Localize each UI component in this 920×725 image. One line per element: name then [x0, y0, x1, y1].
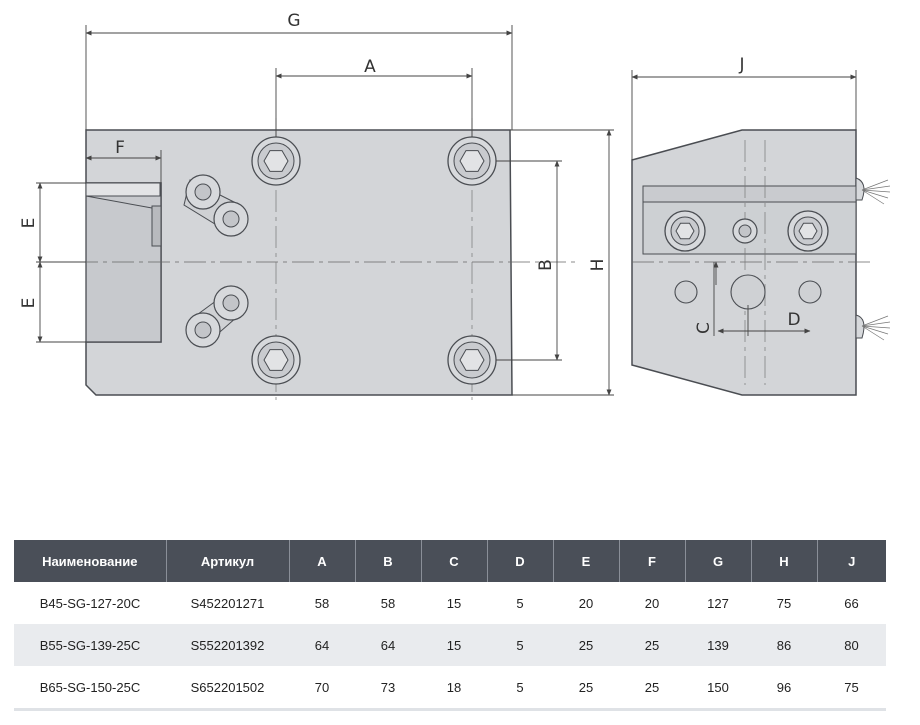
cell-e: 25	[553, 624, 619, 666]
label-e-bottom: E	[19, 298, 39, 309]
table-row: B55-SG-139-25C S552201392 64 64 15 5 25 …	[14, 624, 886, 666]
cell-g: 127	[685, 582, 751, 624]
cell-name: B55-SG-139-25C	[14, 624, 166, 666]
cell-g: 139	[685, 624, 751, 666]
cell-f: 25	[619, 666, 685, 711]
header-h: H	[750, 540, 817, 582]
eccentric-clamp-upper	[183, 174, 249, 237]
label-e-top: E	[19, 218, 39, 229]
header-b: B	[354, 540, 421, 582]
cell-h: 96	[751, 666, 817, 711]
coolant-nozzle-lower	[855, 314, 891, 341]
header-d: D	[486, 540, 553, 582]
label-h: H	[588, 259, 608, 272]
label-j: J	[738, 55, 744, 75]
cell-d: 5	[487, 624, 553, 666]
label-b: B	[536, 259, 556, 271]
cell-b: 58	[355, 582, 421, 624]
bolt-top-left	[251, 136, 301, 186]
cell-a: 70	[289, 666, 355, 711]
cell-article: S652201502	[166, 666, 289, 711]
side-bolt-left	[664, 210, 706, 252]
table-header-row: Наименование Артикул A B C D E F G H J	[14, 540, 886, 582]
cell-d: 5	[487, 582, 553, 624]
side-bolt-right	[787, 210, 829, 252]
cell-e: 25	[553, 666, 619, 711]
bolt-bottom-right	[447, 335, 497, 385]
side-top-rail	[642, 185, 857, 203]
clamp-slot	[85, 182, 162, 343]
header-article: Артикул	[165, 540, 289, 582]
cell-b: 73	[355, 666, 421, 711]
cell-c: 15	[421, 624, 487, 666]
front-view	[40, 118, 580, 400]
cell-j: 66	[817, 582, 886, 624]
bolt-bottom-left	[251, 335, 301, 385]
dimensions	[36, 25, 857, 396]
cell-e: 20	[553, 582, 619, 624]
side-bolt-centre	[732, 218, 758, 244]
table-row: B65-SG-150-25C S652201502 70 73 18 5 25 …	[14, 666, 886, 711]
cell-f: 25	[619, 624, 685, 666]
side-holes	[674, 274, 822, 310]
cell-d: 5	[487, 666, 553, 711]
side-view	[631, 129, 891, 396]
header-g: G	[684, 540, 751, 582]
cell-a: 64	[289, 624, 355, 666]
label-f: F	[115, 138, 125, 158]
side-body	[631, 129, 857, 396]
cell-article: S552201392	[166, 624, 289, 666]
cell-b: 64	[355, 624, 421, 666]
cell-name: B65-SG-150-25C	[14, 666, 166, 711]
cell-a: 58	[289, 582, 355, 624]
header-e: E	[552, 540, 619, 582]
cell-name: B45-SG-127-20C	[14, 582, 166, 624]
header-c: C	[420, 540, 487, 582]
spec-table: Наименование Артикул A B C D E F G H J B…	[14, 540, 886, 711]
label-c: C	[694, 322, 714, 334]
label-g: G	[287, 11, 300, 31]
label-d: D	[787, 310, 800, 330]
cell-h: 75	[751, 582, 817, 624]
bolt-top-right	[447, 136, 497, 186]
cell-g: 150	[685, 666, 751, 711]
header-j: J	[816, 540, 886, 582]
technical-drawing: G A F E E B H J C D	[19, 11, 891, 400]
table-row: B45-SG-127-20C S452201271 58 58 15 5 20 …	[14, 582, 886, 624]
cell-f: 20	[619, 582, 685, 624]
header-f: F	[618, 540, 685, 582]
cell-c: 15	[421, 582, 487, 624]
cell-article: S452201271	[166, 582, 289, 624]
header-a: A	[288, 540, 355, 582]
cell-h: 86	[751, 624, 817, 666]
header-name: Наименование	[14, 540, 166, 582]
cell-c: 18	[421, 666, 487, 711]
label-a: A	[364, 57, 376, 77]
coolant-nozzle-upper	[855, 177, 891, 205]
eccentric-clamp-lower	[185, 285, 249, 348]
cell-j: 80	[817, 624, 886, 666]
cell-j: 75	[817, 666, 886, 711]
